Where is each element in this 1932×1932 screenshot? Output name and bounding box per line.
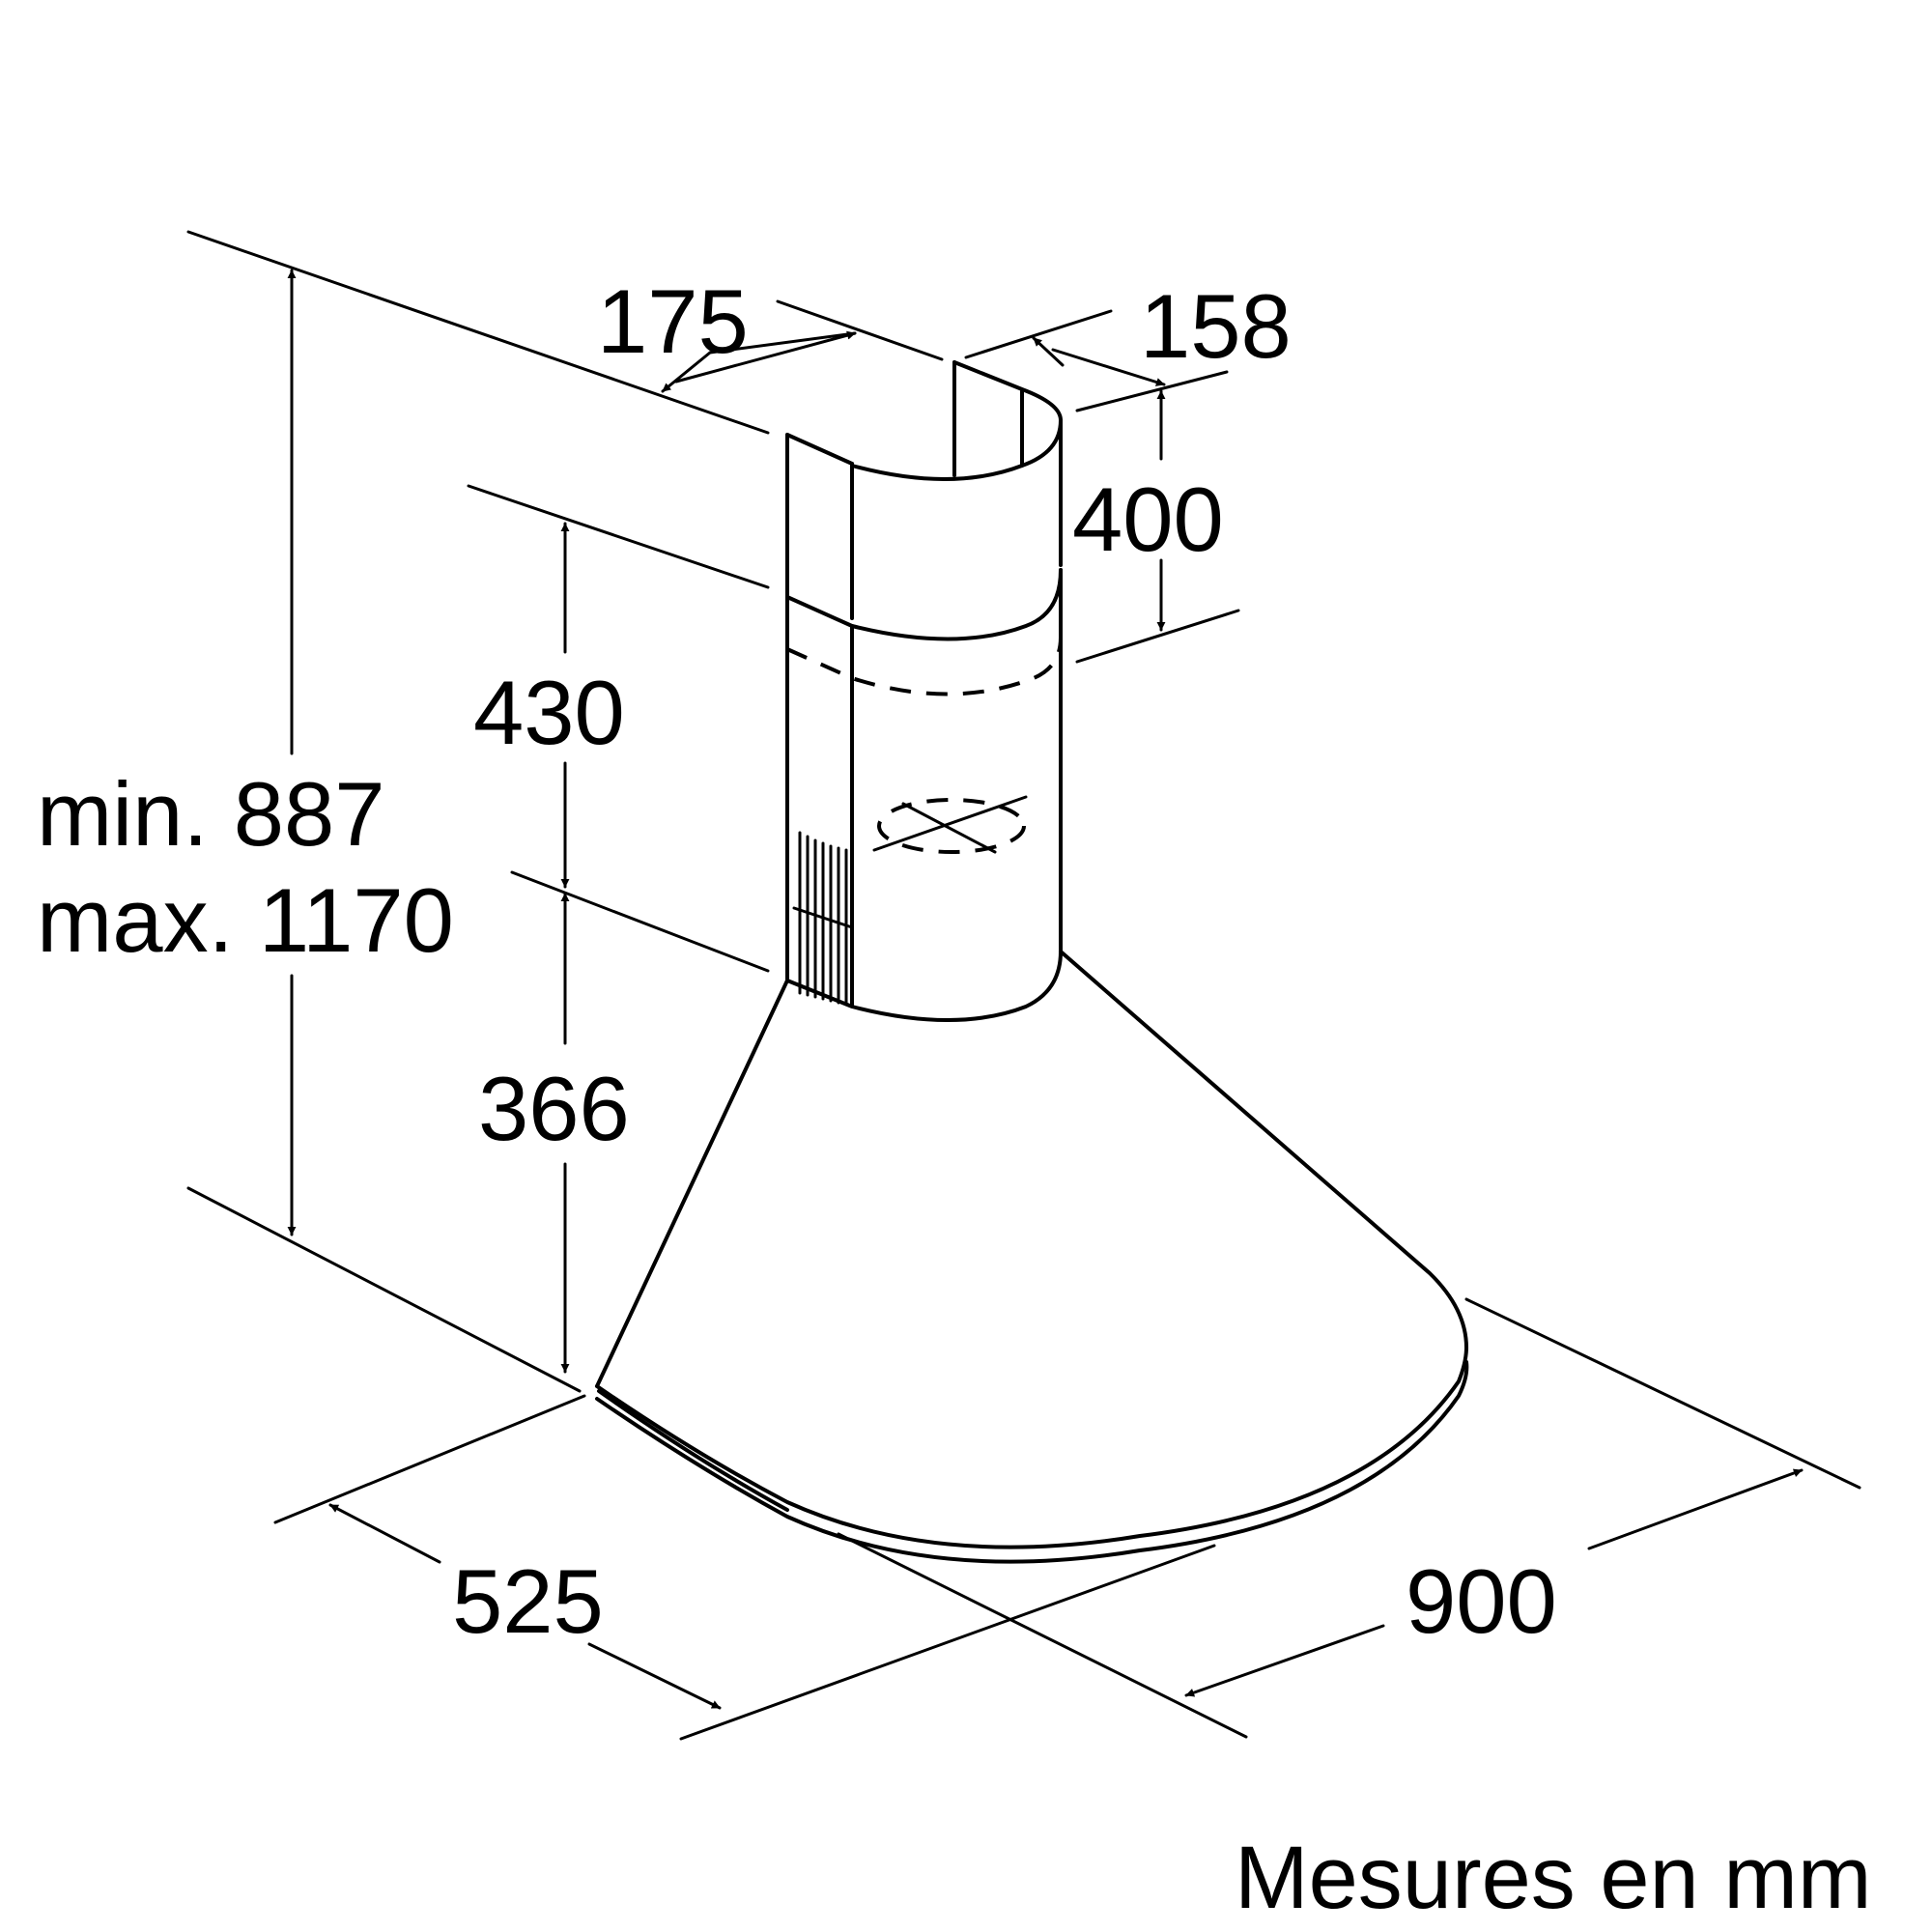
depth-525-arrow-down (587, 1642, 722, 1710)
dim-chimney-depth: 158 (1140, 275, 1292, 377)
lower-chimney (785, 568, 1063, 1022)
dim-upper-chimney-height: 400 (1072, 469, 1224, 570)
upper-chimney-top-ext-line (1075, 370, 1229, 412)
upper-chimney-bottom-ext-line (1075, 609, 1240, 664)
upper-chimney (785, 360, 1063, 620)
dim-depth: 525 (452, 1550, 604, 1652)
dim-width: 900 (1406, 1550, 1557, 1652)
extension-lines (186, 230, 1861, 1741)
chimney-top-extension-line (776, 299, 944, 361)
units-caption: Mesures en mm (1235, 1829, 1872, 1927)
top-left-extension-line (186, 230, 770, 435)
bottom-left-extension-line (186, 1186, 582, 1393)
dim-total-height-min: min. 887 (37, 763, 385, 865)
dimension-labels: 175 158 400 430 366 min. 887 max. 1170 5… (37, 270, 1872, 1927)
dim-lower-chimney-height: 430 (473, 662, 625, 763)
width-right-extension-line (1464, 1297, 1861, 1490)
canopy-top-ext-line (510, 870, 770, 973)
depth-525-arrow-up (328, 1503, 441, 1564)
width-175-arrow-right (674, 330, 857, 384)
lower-chimney-top-ext-line (467, 484, 770, 589)
chimney-top-right-extension-line (964, 309, 1113, 359)
width-900-arrow-right (1587, 1468, 1804, 1550)
width-175-line (708, 331, 857, 355)
vent-grille-icon (792, 831, 854, 1007)
dim-total-height-max: max. 1170 (37, 869, 454, 971)
width-900-arrow-left (1184, 1624, 1385, 1697)
canopy (595, 950, 1469, 1564)
depth-left-extension-line (273, 1394, 586, 1524)
range-hood (595, 360, 1469, 1564)
depth-158-arrow-left (1032, 336, 1065, 367)
width-left-extension-line (837, 1532, 1248, 1739)
depth-right-extension-line (679, 1544, 1216, 1741)
depth-158-arrow-right (1051, 348, 1166, 386)
width-175-arrow-left (661, 351, 712, 393)
dimension-arrows (287, 269, 1804, 1710)
dim-chimney-width: 175 (597, 270, 749, 372)
dim-canopy-height: 366 (478, 1058, 630, 1159)
fan-motor-icon (872, 795, 1028, 854)
